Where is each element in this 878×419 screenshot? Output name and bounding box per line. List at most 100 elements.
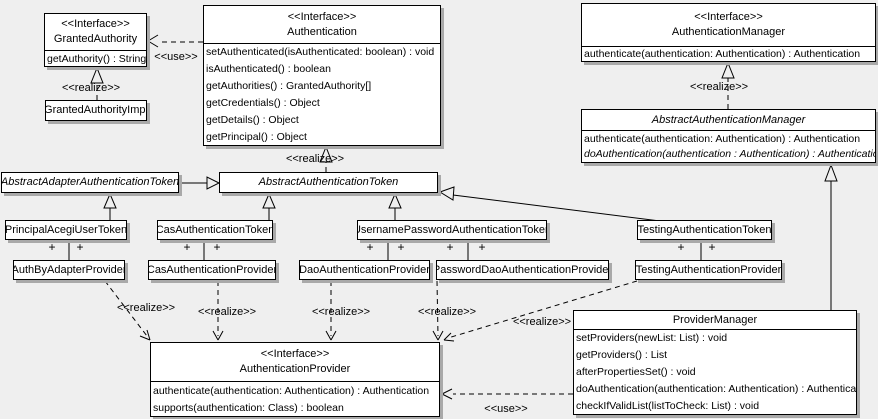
class-name: AbstractAdapterAuthenticationToken (2, 176, 178, 188)
method: getAuthority() : String (47, 52, 146, 65)
use-arrowhead (147, 34, 159, 48)
realize-arrowhead (139, 329, 151, 341)
class-auth-by-adapter-provider[interactable]: AuthByAdapterProvider (13, 260, 125, 280)
class-name: AbstractAuthenticationToken (258, 176, 399, 188)
use-arrowhead (441, 388, 453, 400)
generalization-triangle (206, 176, 221, 190)
class-authentication-provider[interactable]: <<Interface>> AuthenticationProvider authe… (150, 342, 440, 417)
class-title: AuthByAdapterProvider (14, 261, 124, 279)
class-abstract-authentication-token[interactable]: AbstractAuthenticationToken (219, 172, 438, 193)
method: getPrincipal() : Object (206, 130, 307, 143)
generalization-triangle (388, 192, 402, 209)
realize-label-testing-authentication-provider: <<realize>> (512, 316, 572, 328)
methods-compartment: getAuthority() : String (45, 51, 146, 66)
method: getDetails() : Object (206, 113, 299, 126)
realize-line (436, 280, 439, 337)
class-password-dao-authentication-provider[interactable]: PasswordDaoAuthenticationProvider (436, 260, 609, 280)
method: afterPropertiesSet() : void (576, 365, 696, 378)
realize-label-password-dao-authentication-provider: <<realize>> (417, 306, 477, 318)
realize-arrowhead (325, 330, 337, 341)
class-title: <<Interface>>GrantedAuthority (45, 14, 146, 51)
class-name: GrantedAuthorityImpl (46, 104, 146, 116)
class-name: CasAuthenticationProvider (149, 263, 275, 276)
class-title: <<Interface>>Authentication (204, 6, 440, 44)
class-title: GrantedAuthorityImpl (46, 101, 146, 120)
realize-line (104, 280, 148, 337)
use-label-authentication-provider: <<use>> (484, 403, 528, 415)
multiplicity-label: + (366, 240, 374, 254)
method: supports(authentication: Class) : boolea… (153, 401, 344, 414)
multiplicity-label: + (708, 240, 716, 254)
class-name: AuthenticationProvider (239, 363, 351, 375)
generalization-triangle (438, 186, 455, 201)
class-title: ProviderManager (574, 311, 856, 330)
class-principal-acegi-user-token[interactable]: PrincipalAcegiUserToken (5, 220, 127, 240)
realize-label-abstract-authentication-token: <<realize>> (285, 153, 345, 165)
use-label-granted-authority: <<use>> (154, 51, 198, 63)
class-name: AbstractAuthenticationManager (651, 113, 806, 126)
method: authenticate(authentication: Authenticat… (153, 384, 430, 397)
class-name: AuthByAdapterProvider (14, 263, 124, 276)
class-title: PasswordDaoAuthenticationProvider (437, 261, 608, 279)
method: getProviders() : List (576, 349, 668, 362)
class-abstract-authentication-manager[interactable]: AbstractAuthenticationManager authenticat… (581, 109, 876, 163)
realize-triangle (319, 145, 333, 163)
methods-compartment: authenticate(authentication: Authenticat… (582, 131, 875, 162)
class-testing-authentication-provider[interactable]: TestingAuthenticationProvider (635, 260, 782, 280)
method: checkIfValidList(listToCheck: List) : vo… (576, 399, 760, 412)
class-granted-authority-impl[interactable]: GrantedAuthorityImpl (45, 100, 147, 121)
methods-compartment: setAuthenticated(isAuthenticated: boolea… (204, 44, 440, 145)
stereotype-label: <<Interface>> (260, 348, 330, 360)
class-cas-authentication-token[interactable]: CasAuthenticationToken (157, 220, 273, 240)
multiplicity-label: + (76, 240, 84, 254)
multiplicity-label: + (677, 240, 685, 254)
realize-triangle (721, 61, 735, 79)
stereotype-label: <<Interface>> (694, 11, 763, 23)
stereotype-label: <<Interface>> (287, 10, 357, 23)
class-authentication-manager[interactable]: <<Interface>> AuthenticationManager authen… (581, 3, 876, 62)
realize-label-abstract-authentication-manager: <<realize>> (689, 81, 749, 93)
realize-triangle (90, 66, 104, 84)
class-title: TestingAuthenticationToken (638, 221, 771, 239)
class-dao-authentication-provider[interactable]: DaoAuthenticationProvider (299, 260, 430, 280)
class-name: AuthenticationManager (671, 26, 786, 38)
class-title: CasAuthenticationProvider (149, 261, 275, 279)
realize-arrowhead (212, 330, 224, 341)
method: isAuthenticated() : boolean (206, 63, 331, 76)
class-title: UsernamePasswordAuthenticationToken (358, 221, 546, 239)
method: authenticate(authentication: Authenticat… (584, 132, 861, 145)
multiplicity-label: + (213, 240, 221, 254)
realize-arrowhead (443, 332, 455, 342)
class-title: TestingAuthenticationProvider (636, 261, 781, 279)
multiplicity-label: + (446, 240, 454, 254)
class-abstract-adapter-authentication-token[interactable]: AbstractAdapterAuthenticationToken (1, 172, 179, 193)
realize-label-dao-authentication-provider: <<realize>> (311, 306, 371, 318)
realize-arrowhead (432, 330, 444, 341)
class-authentication[interactable]: <<Interface>>Authentication setAuthentica… (203, 5, 441, 146)
multiplicity-label: + (48, 240, 56, 254)
class-testing-authentication-token[interactable]: TestingAuthenticationToken (637, 220, 772, 240)
method: getAuthorities() : GrantedAuthority[] (206, 80, 372, 93)
method: authenticate(authentication: Authenticat… (584, 48, 861, 60)
class-title: AbstractAuthenticationManager (582, 110, 875, 131)
class-cas-authentication-provider[interactable]: CasAuthenticationProvider (148, 260, 276, 280)
class-name: PrincipalAcegiUserToken (6, 223, 126, 236)
method: setProviders(newList: List) : void (576, 332, 728, 345)
method: setAuthenticated(isAuthenticated: boolea… (206, 46, 435, 59)
methods-compartment: authenticate(authentication: Authenticat… (151, 382, 439, 416)
class-title: <<Interface>> AuthenticationProvider (151, 343, 439, 382)
methods-compartment: setProviders(newList: List) : void getPro… (574, 330, 856, 414)
class-username-password-authentication-token[interactable]: UsernamePasswordAuthenticationToken (357, 220, 547, 240)
methods-compartment: authenticate(authentication: Authenticat… (582, 47, 875, 61)
class-title: AbstractAdapterAuthenticationToken (2, 173, 178, 192)
realize-label-auth-by-adapter-provider: <<realize>> (116, 302, 176, 314)
realize-line (447, 280, 638, 339)
class-name: TestingAuthenticationToken (638, 223, 771, 236)
class-name: GrantedAuthority (53, 33, 138, 45)
class-title: <<Interface>> AuthenticationManager (582, 4, 875, 47)
realize-label-cas-authentication-provider: <<realize>> (197, 306, 257, 318)
